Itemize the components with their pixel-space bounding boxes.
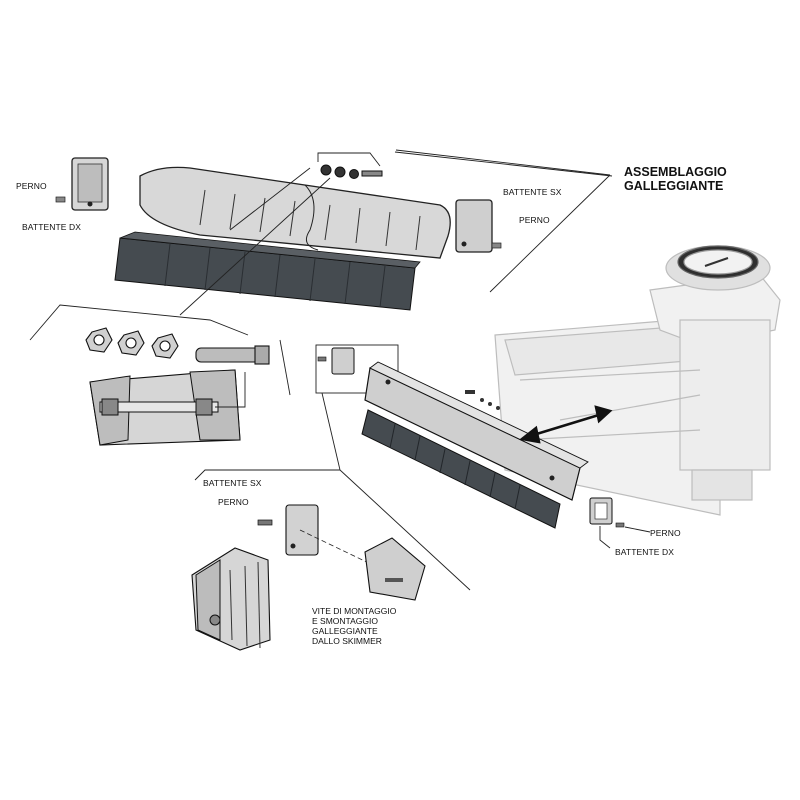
screw-note-line-4: DALLO SKIMMER [312, 636, 382, 646]
detail-box-middle [315, 344, 399, 471]
screw-note-line-3: GALLEGGIANTE [312, 626, 378, 636]
screw-note-line-1: VITE DI MONTAGGIO [312, 606, 397, 616]
label-battente-sx-top-right: BATTENTE SX [503, 187, 562, 197]
screw-note: VITE DI MONTAGGIO E SMONTAGGIO GALLEGGIA… [312, 606, 396, 646]
label-battente-sx-bottom: BATTENTE SX [203, 478, 262, 488]
label-perno-right: PERNO [650, 528, 681, 538]
double-arrow [519, 405, 613, 444]
screw-note-line-2: E SMONTAGGIO [312, 616, 378, 626]
foam-top [114, 231, 421, 311]
battente-dx-right [589, 497, 651, 549]
battente-dx-top [55, 157, 109, 211]
small-parts-middle [465, 390, 500, 410]
foam-middle [361, 409, 561, 529]
label-perno-bottom: PERNO [218, 497, 249, 507]
detail-bolt [29, 304, 291, 446]
detail-lower [191, 469, 471, 651]
label-battente-dx-right: BATTENTE DX [615, 547, 675, 557]
label-perno-top-left: PERNO [16, 181, 47, 191]
title-line-2: GALLEGGIANTE [624, 179, 724, 193]
label-battente-dx-top-left: BATTENTE DX [22, 222, 82, 232]
title-line-1: ASSEMBLAGGIO [624, 165, 727, 179]
leader-lines-top [179, 149, 611, 316]
battente-sx-top [455, 199, 502, 253]
float-top [139, 166, 451, 259]
label-perno-top-right: PERNO [519, 215, 550, 225]
nuts-top [320, 164, 383, 179]
